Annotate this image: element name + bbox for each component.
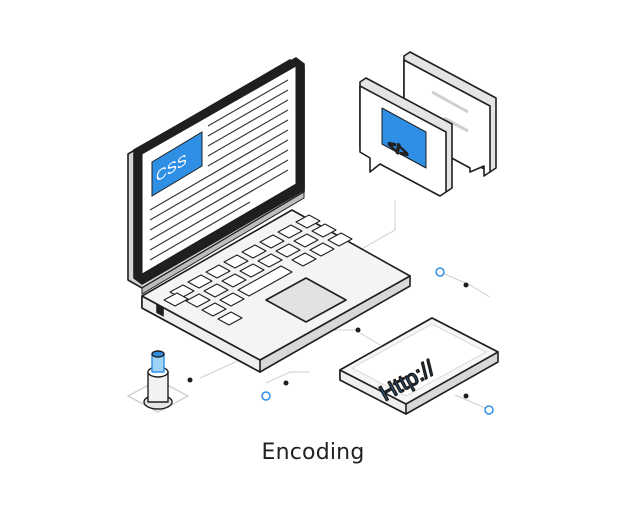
usb-stick-icon [127,350,189,413]
keyboard [163,214,353,326]
http-device-icon: Http:// [339,317,499,415]
caption-title: Encoding [261,440,365,465]
screen-text-lines [149,79,289,261]
laptop-icon [127,57,411,373]
touchpad [265,277,347,323]
connection-node-icon [187,267,494,415]
code-chat-bubble-icon: </> [359,77,453,197]
